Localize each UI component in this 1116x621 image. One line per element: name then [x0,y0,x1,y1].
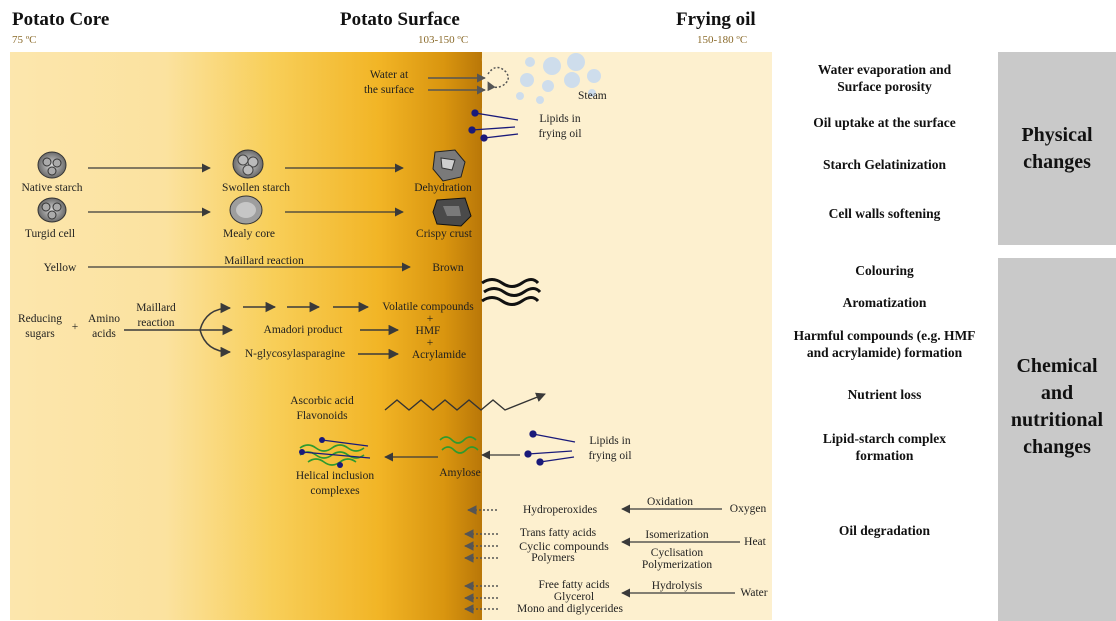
svg-text:frying oil: frying oil [588,450,631,462]
swollen-starch-icon [233,150,263,178]
free-fatty-acids-label: Free fatty acids [539,579,610,591]
change-nutrient-loss: Nutrient loss [772,386,997,403]
glycerol-label: Glycerol [554,591,594,603]
crispy-crust-icon [433,198,471,226]
amylose-label: Amylose [439,467,481,479]
native-starch-label: Native starch [22,182,83,194]
change-colouring: Colouring [772,262,997,279]
hydroperoxides-label: Hydroperoxides [523,504,598,516]
acrylamide-label: Acrylamide [412,349,466,361]
n-glycosylasparagine-label: N-glycosylasparagine [245,348,345,360]
oxygen-label: Oxygen [730,503,767,515]
crispy-crust-label: Crispy crust [416,228,473,240]
isomerization-label: Isomerization [645,529,708,541]
potato-region [10,52,482,620]
oxidation-label: Oxidation [647,496,693,508]
cyclisation-label: Cyclisation [651,547,704,559]
swollen-starch-label: Swollen starch [222,182,290,194]
svg-text:acids: acids [92,328,116,340]
svg-text:Lipids in: Lipids in [539,113,580,125]
water-label: Water [740,587,767,599]
svg-text:sugars: sugars [25,328,55,340]
svg-text:Water at: Water at [370,69,409,81]
svg-text:Lipids in: Lipids in [589,435,630,447]
change-cell-walls: Cell walls softening [772,205,997,222]
change-oil-degradation: Oil degradation [772,522,997,539]
svg-text:Flavonoids: Flavonoids [296,410,348,422]
plus-label: + [427,313,434,325]
change-aromatization: Aromatization [772,294,997,311]
change-oil-uptake: Oil uptake at the surface [772,114,997,131]
svg-text:+: + [72,321,79,333]
brown-label: Brown [432,262,464,274]
polymerization-label: Polymerization [642,559,713,571]
native-starch-icon [38,152,66,178]
svg-text:complexes: complexes [310,485,360,497]
amadori-product-label: Amadori product [264,324,344,336]
svg-text:Amino: Amino [88,313,120,325]
yellow-label: Yellow [44,262,77,274]
mealy-core-label: Mealy core [223,228,275,240]
svg-text:frying oil: frying oil [538,128,581,140]
steam-label: Steam [578,90,607,102]
svg-text:Reducing: Reducing [18,313,62,325]
hydrolysis-label: Hydrolysis [652,580,703,592]
change-starch-gelatinization: Starch Gelatinization [772,156,997,173]
dehydration-label: Dehydration [414,182,472,194]
plus-label: + [427,337,434,349]
trans-fatty-acids-label: Trans fatty acids [520,527,597,539]
turgid-cell-label: Turgid cell [25,228,75,240]
svg-text:Helical inclusion: Helical inclusion [296,470,374,482]
volatile-compounds-label: Volatile compounds [382,301,474,313]
mono-diglycerides-label: Mono and diglycerides [517,603,624,615]
polymers-label: Polymers [531,552,575,564]
maillard-reaction-label: Maillard reaction [224,255,304,267]
svg-text:the surface: the surface [364,84,414,96]
hmf-label: HMF [416,325,441,337]
svg-text:Ascorbic acid: Ascorbic acid [290,395,354,407]
heat-label: Heat [744,536,767,548]
mealy-core-icon [230,196,262,224]
svg-text:reaction: reaction [137,317,174,329]
cyclic-compounds-label: Cyclic compounds [519,539,609,553]
turgid-cell-icon [38,198,66,222]
svg-text:Maillard: Maillard [136,302,176,314]
